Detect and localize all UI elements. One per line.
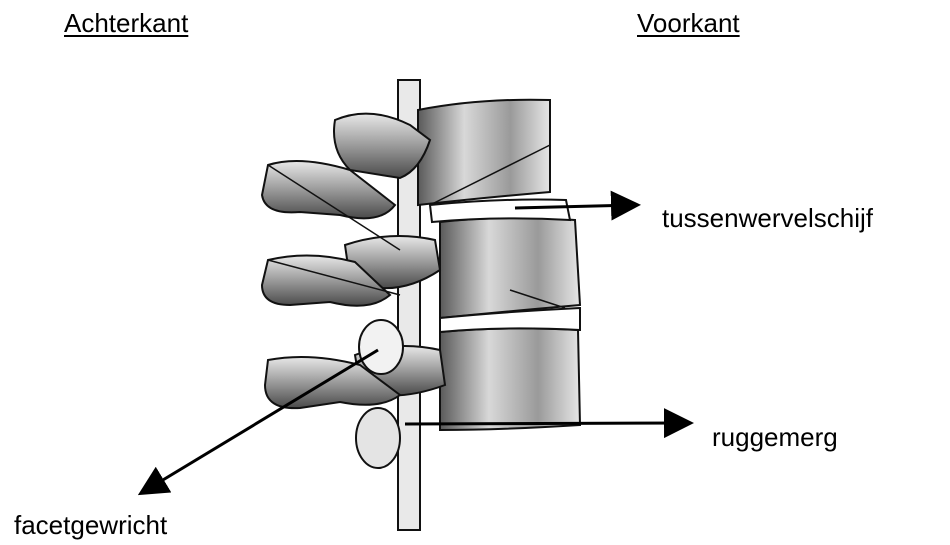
- label-facet-joint: facetgewricht: [14, 510, 167, 540]
- spine-illustration: [262, 80, 580, 530]
- intervertebral-disc-1: [430, 200, 570, 222]
- arrow-down-left-icon: [143, 350, 378, 492]
- vertebral-body-1: [418, 100, 550, 205]
- label-disc: tussenwervelschijf: [662, 203, 873, 233]
- label-spinal-cord: ruggemerg: [712, 422, 838, 452]
- facet-joint-shape: [359, 320, 403, 374]
- arrow-right-icon: [405, 423, 688, 424]
- vertebral-body-3: [440, 328, 580, 430]
- vertebral-body-2: [440, 218, 580, 318]
- articular-process-lower: [356, 408, 400, 468]
